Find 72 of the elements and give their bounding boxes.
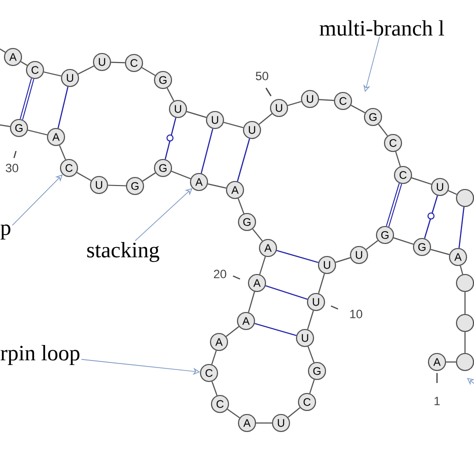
backbone-line	[0, 48, 6, 53]
backbone-line	[76, 172, 92, 182]
backbone-line	[288, 101, 302, 106]
backbone-line	[224, 122, 244, 128]
backbone-line	[256, 422, 272, 424]
backbone-line	[464, 292, 466, 314]
base-pair-line	[254, 322, 296, 336]
backbone-line	[464, 332, 466, 353]
position-number: 50	[256, 72, 268, 80]
backbone-line	[166, 88, 174, 102]
annotation-text: p	[0, 224, 10, 240]
annotation-text: stacking	[87, 242, 160, 262]
nucleotide-circle	[456, 352, 474, 372]
backbone-line	[248, 292, 256, 312]
backbone-line	[308, 346, 314, 363]
backbone-line	[335, 257, 351, 263]
backbone-line	[142, 67, 156, 76]
backbone-line	[309, 379, 315, 394]
position-number: 10	[350, 310, 362, 318]
position-number: 30	[6, 164, 18, 172]
backbone-line	[395, 151, 401, 167]
backbone-line	[20, 61, 28, 66]
backbone-line	[0, 123, 10, 128]
backbone-line	[393, 237, 414, 245]
backbone-line	[307, 310, 314, 330]
base-pair-line	[200, 128, 214, 174]
backbone-line	[430, 248, 450, 256]
base-pair-line	[386, 183, 402, 227]
backbone-line	[226, 326, 240, 337]
backbone-line	[186, 111, 206, 118]
backbone-line	[252, 228, 263, 242]
backbone-line	[212, 381, 218, 396]
backbone-line	[108, 184, 126, 186]
nucleotide-circle	[456, 274, 474, 292]
base-pair-line	[20, 78, 34, 120]
backbone-line	[238, 198, 244, 214]
backbone-line	[227, 408, 240, 418]
position-number: 20	[214, 270, 226, 278]
backbone-line	[411, 177, 432, 185]
backbone-line	[111, 62, 125, 64]
position-number: 1	[434, 396, 440, 406]
annotation-text: multi-branch l	[320, 20, 444, 36]
base-pair-line	[58, 86, 68, 128]
base-pair-line	[276, 250, 318, 264]
backbone-line	[350, 104, 366, 114]
backbone-line	[378, 124, 388, 136]
annotation-text: rpin loop	[0, 345, 80, 365]
nucleotide-circle	[456, 314, 474, 332]
backbone-line	[446, 361, 456, 363]
backbone-line	[44, 71, 62, 77]
base-pair-line	[164, 118, 176, 160]
base-pair-line	[424, 196, 438, 238]
base-pair-line	[265, 285, 308, 300]
backbone-line	[171, 170, 191, 180]
backbone-line	[318, 274, 325, 294]
backbone-line	[28, 130, 48, 136]
backbone-line	[460, 266, 464, 274]
backbone-line	[142, 172, 156, 182]
backbone-line	[448, 190, 457, 195]
base-pair-line	[458, 206, 464, 248]
base-pair-line	[236, 138, 250, 182]
backbone-line	[211, 350, 217, 365]
backbone-line	[366, 240, 378, 250]
backbone-line	[208, 183, 226, 189]
leader-line	[134, 188, 192, 242]
backbone-line	[258, 113, 272, 125]
backbone-line	[78, 66, 94, 74]
backbone-line	[288, 407, 300, 418]
backbone-line	[59, 145, 66, 160]
nucleotide-circle	[456, 188, 474, 208]
backbone-line	[259, 256, 266, 275]
backbone-line	[319, 99, 334, 101]
